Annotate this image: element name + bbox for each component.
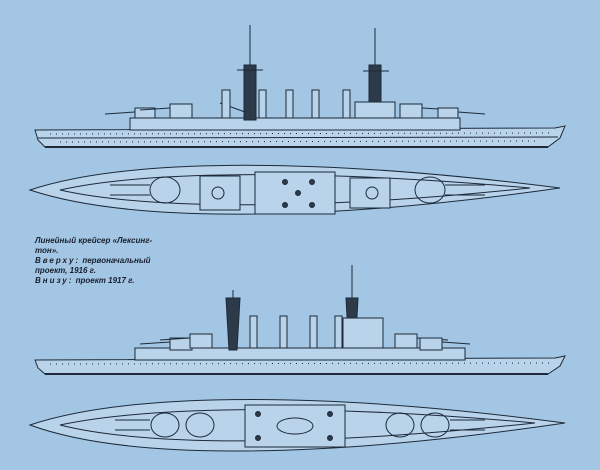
caption-bottom-label: Внизу: bbox=[35, 276, 74, 285]
ship-1917-plan-view bbox=[28, 399, 566, 452]
caption-top-label: Вверху: bbox=[35, 256, 81, 265]
ship-1917-side-view bbox=[34, 265, 566, 375]
drawing-caption: Линейный крейсер «Лексинг- тон». Вверху:… bbox=[35, 236, 152, 286]
caption-line-1: Линейный крейсер «Лексинг- bbox=[35, 236, 153, 245]
caption-top-text: первоначальный bbox=[80, 256, 151, 265]
caption-line-2: тон». bbox=[35, 246, 59, 255]
ship-1916-plan-view bbox=[28, 164, 561, 215]
caption-line-4: проект, 1916 г. bbox=[35, 266, 97, 275]
caption-bottom-text: проект 1917 г. bbox=[73, 276, 135, 285]
ship-1916-side-view bbox=[34, 25, 566, 148]
